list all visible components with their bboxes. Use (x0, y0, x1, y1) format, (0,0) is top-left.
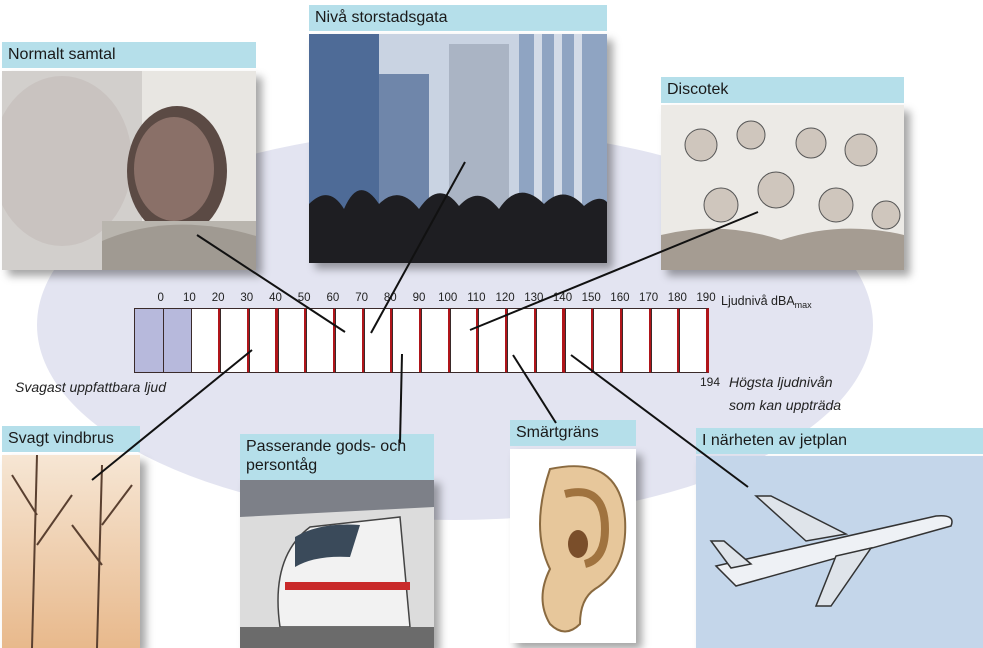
scale-segment (535, 308, 566, 373)
label-near-jetplane: I närheten av jetplan (696, 428, 983, 454)
scale-tick-label: 150 (581, 292, 601, 304)
scale-tick-label: 20 (211, 292, 225, 304)
scale-segment (334, 308, 365, 373)
conversation-illustration (2, 71, 256, 270)
scale-segment (248, 308, 279, 373)
label-pain-threshold: Smärtgräns (510, 420, 636, 446)
scale-segment (650, 308, 681, 373)
scale-segment (162, 308, 193, 373)
wind-photo (2, 455, 140, 648)
scale-unit-label: Ljudnivå dBAmax (721, 294, 812, 310)
ear-illustration (510, 449, 636, 643)
scale-segment (478, 308, 509, 373)
trees-illustration (2, 455, 140, 648)
scale-segment (134, 308, 164, 373)
scale-tick-label: 170 (639, 292, 659, 304)
scale-segment (449, 308, 480, 373)
scale-tick-label: 100 (438, 292, 458, 304)
ear-photo (510, 449, 636, 643)
scale-end-value: 194 (700, 375, 721, 389)
scale-segment (564, 308, 595, 373)
highest-level-caption-2: som kan uppträda (729, 397, 842, 413)
discotek-photo (661, 105, 904, 270)
scale-segment (507, 308, 537, 373)
label-normal-conversation: Normalt samtal (2, 42, 256, 68)
scale-tick-label: 190 (696, 292, 716, 304)
scale-segment (593, 308, 623, 373)
scale-segment (363, 308, 394, 373)
train-illustration (240, 477, 434, 648)
airplane-illustration (696, 456, 983, 648)
scale-tick-label: 90 (412, 292, 426, 304)
scale-tick-label: 80 (383, 292, 397, 304)
scale-segment (277, 308, 308, 373)
city-street-photo (309, 34, 607, 263)
city-illustration (309, 34, 607, 263)
label-discotek: Discotek (661, 77, 904, 103)
label-weak-wind: Svagt vindbrus (2, 426, 140, 452)
scale-segment (306, 308, 336, 373)
scale-tick-label: 110 (467, 292, 486, 304)
scale-tick-label: 120 (495, 292, 515, 304)
scale-segment (421, 308, 451, 373)
dba-scale-bar (134, 308, 709, 373)
scale-tick-label: 40 (269, 292, 282, 304)
jet-photo (696, 456, 983, 648)
scale-tick-label: 130 (524, 292, 544, 304)
scale-tick-label: 10 (182, 292, 196, 304)
scale-tick-label: 160 (610, 292, 630, 304)
scale-segment (220, 308, 250, 373)
scale-tick-label: 60 (326, 292, 340, 304)
label-city-street: Nivå storstadsgata (309, 5, 607, 31)
scale-tick-label: 50 (297, 292, 311, 304)
scale-tick-label: 70 (355, 292, 368, 304)
scale-tick-label: 0 (157, 292, 164, 304)
weakest-audible-caption: Svagast uppfattbara ljud (15, 379, 166, 395)
label-passing-train: Passerande gods- och persontåg (240, 434, 434, 480)
scale-tick-label: 30 (240, 292, 254, 304)
scale-segment (621, 308, 652, 373)
conversation-photo (2, 71, 256, 270)
scale-tick-label: 140 (552, 292, 573, 304)
scale-tick-label: 180 (667, 292, 687, 304)
highest-level-caption-1: Högsta ljudnivån (729, 374, 833, 390)
crowd-illustration (661, 105, 904, 270)
scale-segment (679, 308, 709, 373)
scale-segment (392, 308, 422, 373)
unit-text: Ljudnivå dBA (721, 294, 795, 308)
unit-subscript: max (794, 300, 812, 310)
train-photo (240, 477, 434, 648)
scale-segment (191, 308, 222, 373)
